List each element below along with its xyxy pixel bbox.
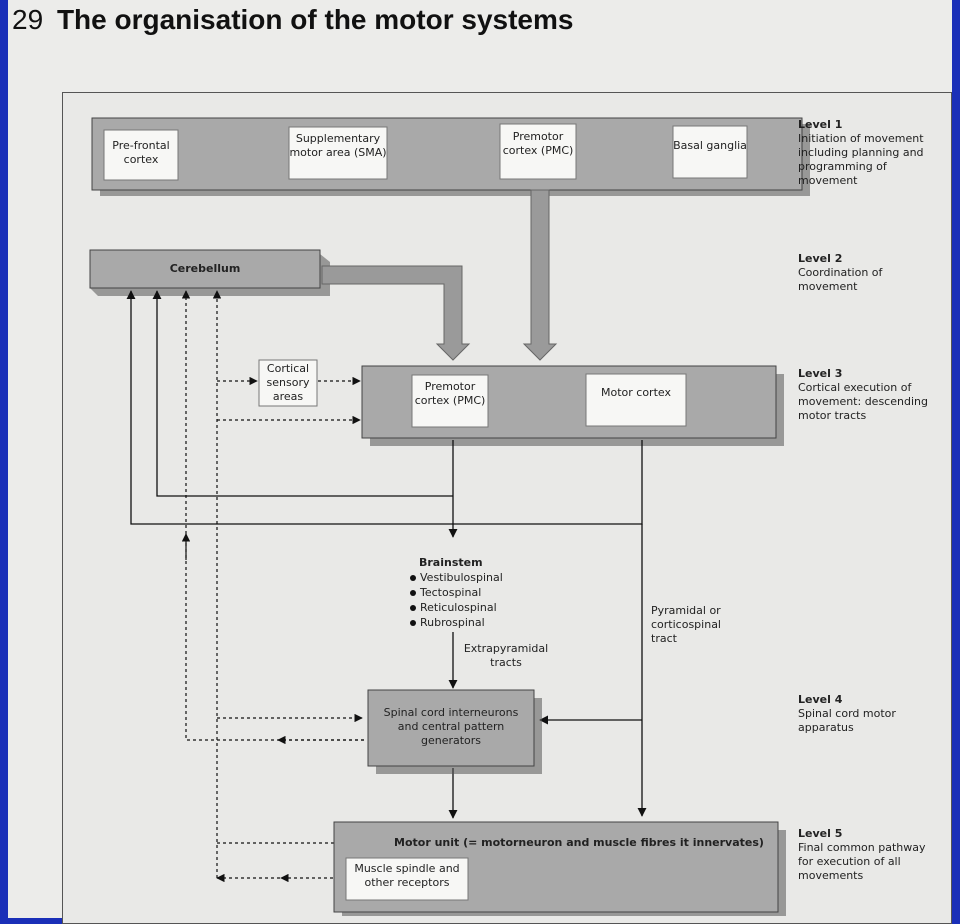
- cerebellum-feedback-lines: [126, 290, 647, 819]
- sma-label: Supplementary motor area (SMA): [289, 132, 387, 159]
- level4-label: Level 4 Spinal cord motor apparatus: [798, 693, 896, 734]
- basal-ganglia-box: [672, 125, 748, 179]
- brainstem-bullets: [410, 575, 416, 626]
- muscle-spindle-box: [345, 857, 469, 901]
- cortical-sensory-box: [258, 359, 318, 407]
- extrapyramidal-label: Extrapyramidal tracts: [463, 642, 549, 669]
- basal-ganglia-label: Basal ganglia: [673, 139, 747, 152]
- chapter-title: The organisation of the motor systems: [56, 4, 574, 35]
- pmc-level3-box: [411, 374, 489, 428]
- sma-box: [288, 126, 388, 180]
- muscle-spindle-label: Muscle spindle and other receptors: [354, 862, 460, 889]
- level3-label: Level 3 Cortical execution of movement: …: [798, 367, 928, 422]
- cortical-sensory-label: Cortical sensory areas: [266, 362, 310, 403]
- cerebellum-to-level3-arrow: [321, 265, 471, 361]
- pyramidal-label: Pyramidal or corticospinal tract: [651, 604, 721, 645]
- brainstem-item: Tectospinal: [420, 586, 482, 599]
- sensory-dashed-arrows: [217, 376, 361, 425]
- prefrontal-box: [103, 129, 179, 181]
- page-title: 29 The organisation of the motor systems: [12, 4, 573, 36]
- motor-cortex-label: Motor cortex: [601, 386, 671, 399]
- cerebellum-label: Cerebellum: [169, 262, 241, 275]
- diagram-frame: [62, 92, 952, 924]
- spinal-cord-container: [367, 689, 542, 774]
- motor-unit-label: Motor unit (= motorneuron and muscle fib…: [394, 836, 764, 849]
- pmc-level3-label: Premotor cortex (PMC): [414, 380, 486, 407]
- level1-to-level3-arrow: [522, 189, 558, 361]
- level1-label: Level 1 Initiation of movement including…: [798, 118, 924, 187]
- chapter-number: 29: [12, 4, 44, 35]
- brainstem-title: Brainstem: [419, 556, 483, 569]
- pmc-level1-box: [499, 123, 577, 180]
- pmc-level1-label: Premotor cortex (PMC): [502, 130, 574, 157]
- cerebellum-container: [89, 249, 330, 296]
- motor-cortex-box: [585, 373, 687, 427]
- brainstem-item: Reticulospinal: [420, 601, 497, 614]
- level2-label: Level 2 Coordination of movement: [798, 252, 883, 293]
- prefrontal-label: Pre-frontal cortex: [112, 139, 170, 166]
- level5-label: Level 5 Final common pathway for executi…: [798, 827, 926, 882]
- brainstem-item: Rubrospinal: [420, 616, 485, 629]
- spinal-cord-label: Spinal cord interneurons and central pat…: [383, 706, 519, 747]
- brainstem-item: Vestibulospinal: [420, 571, 503, 584]
